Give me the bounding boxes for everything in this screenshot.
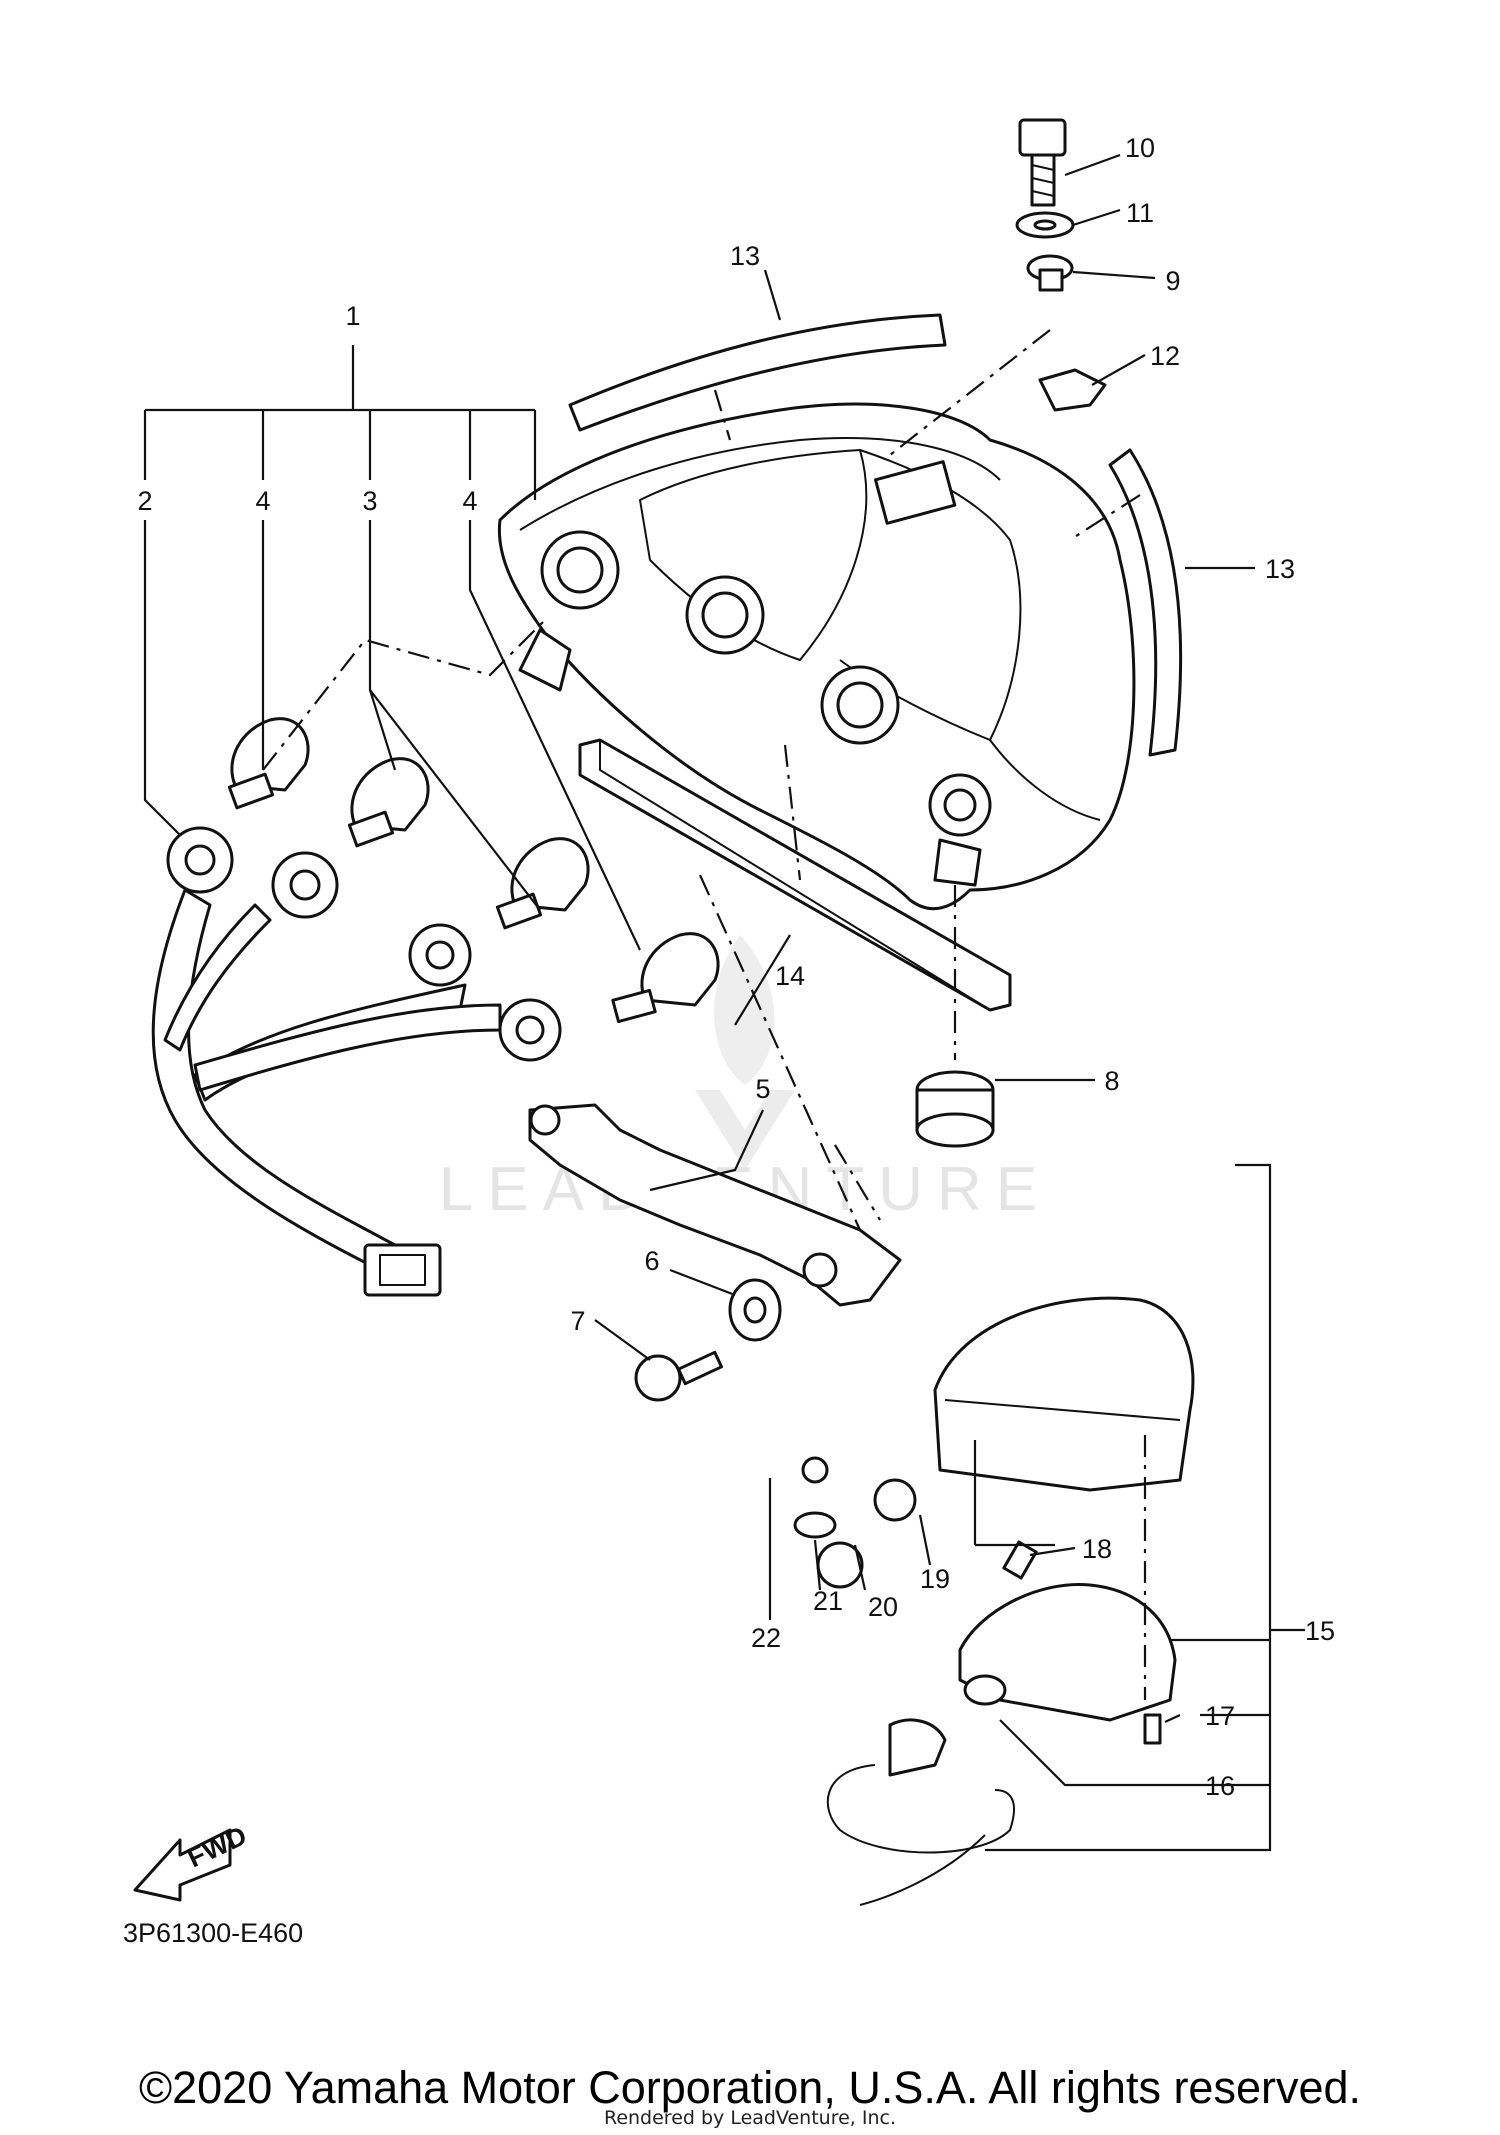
grommet: [915, 1070, 995, 1148]
wire-harness: [151, 888, 502, 1297]
leader-lines: [143, 153, 1305, 1852]
mounting-hardware: [1015, 118, 1107, 412]
callout-3: 3: [362, 486, 377, 516]
callout-labels: 1 2 3 4 4 5 6 7 8 9 10 11 12 13 13 14 15…: [123, 133, 1335, 1948]
callout-15: 15: [1305, 1616, 1335, 1646]
callout-11: 11: [1126, 198, 1154, 228]
bulbs: [227, 717, 720, 1024]
callout-1: 1: [345, 301, 360, 331]
seal-top: [568, 313, 947, 432]
license-light: [793, 1296, 1195, 1906]
figure-code: 3P61300-E460: [123, 1918, 303, 1948]
callout-9: 9: [1165, 266, 1180, 296]
callout-19: 19: [920, 1564, 950, 1594]
callout-20: 20: [868, 1592, 898, 1622]
tail-light-housing: [497, 402, 1136, 911]
callout-13a: 13: [730, 241, 760, 271]
callout-12: 12: [1150, 341, 1180, 371]
callout-7: 7: [570, 1306, 585, 1336]
damper-and-screw: [634, 1278, 782, 1402]
seal-right: [1108, 448, 1183, 757]
callout-22: 22: [751, 1623, 781, 1653]
rendered-by-note: Rendered by LeadVenture, Inc.: [603, 2107, 897, 2129]
bulb-sockets: [166, 826, 562, 1062]
callout-4b: 4: [462, 486, 477, 516]
bracket: [528, 1103, 902, 1307]
callout-8: 8: [1104, 1066, 1119, 1096]
callout-21: 21: [813, 1586, 843, 1616]
callout-10: 10: [1125, 133, 1155, 163]
callout-4a: 4: [255, 486, 270, 516]
copyright-notice: ©2020 Yamaha Motor Corporation, U.S.A. A…: [138, 2062, 1362, 2113]
callout-13b: 13: [1265, 554, 1295, 584]
callout-2: 2: [137, 486, 152, 516]
callout-5: 5: [755, 1074, 770, 1104]
fwd-arrow-icon: FWD: [133, 1820, 251, 1902]
callout-6: 6: [644, 1246, 659, 1276]
callout-18: 18: [1082, 1534, 1112, 1564]
callout-14: 14: [775, 961, 805, 991]
callout-16: 16: [1205, 1771, 1235, 1801]
callout-17: 17: [1205, 1701, 1235, 1731]
